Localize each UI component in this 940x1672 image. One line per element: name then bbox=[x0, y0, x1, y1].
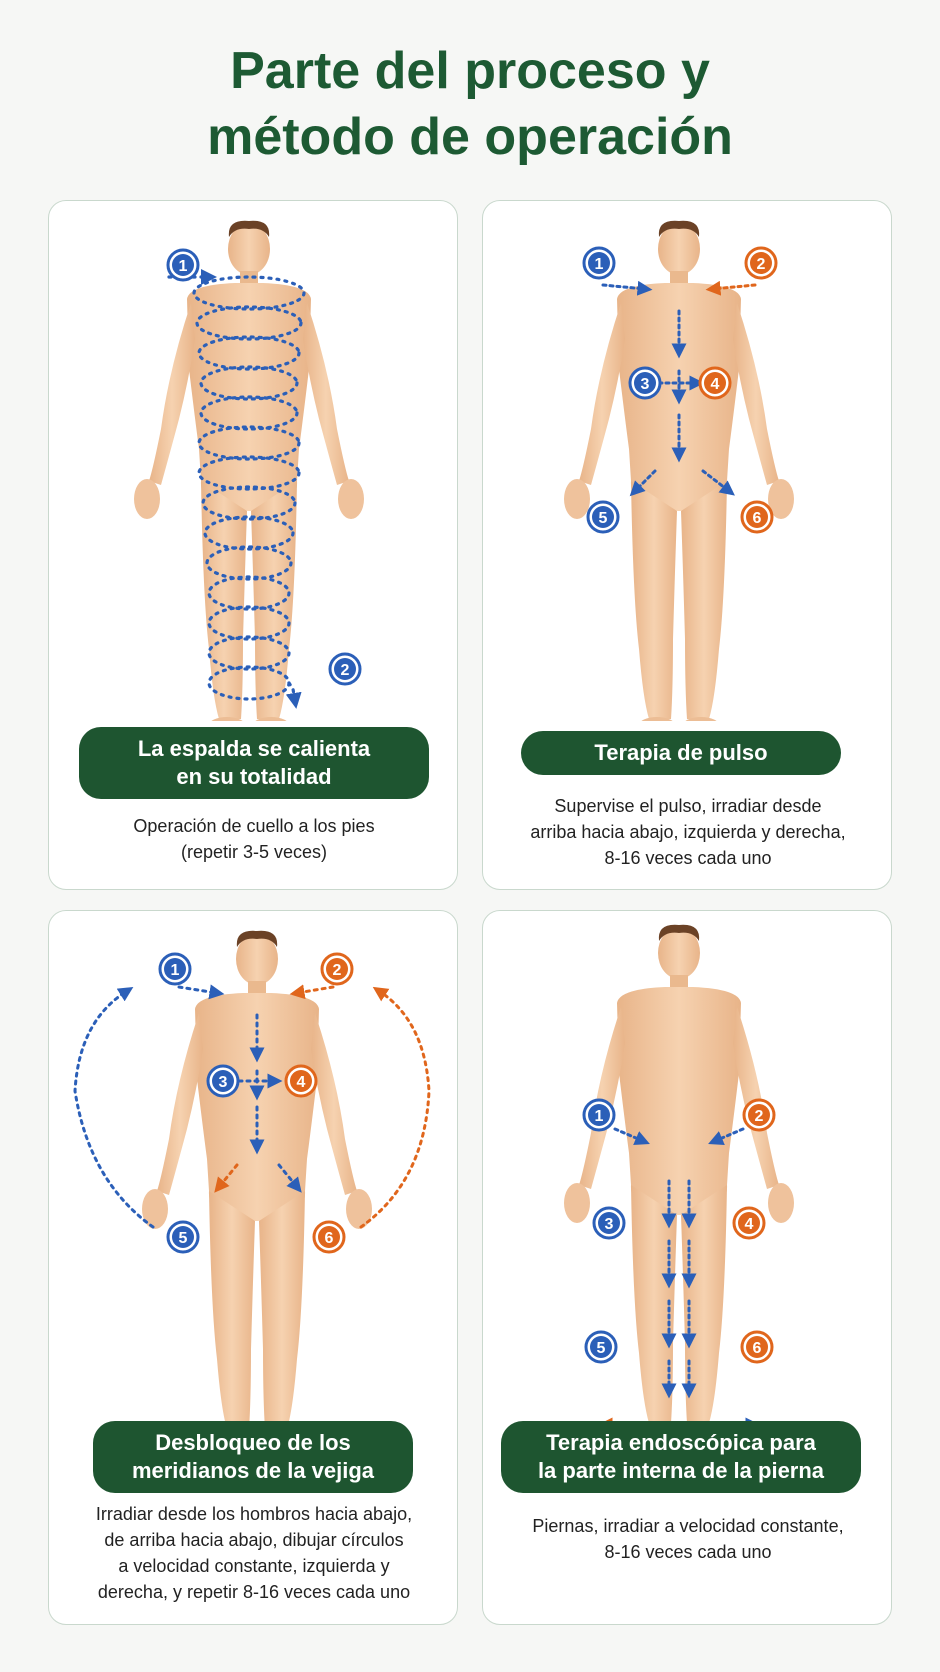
marker-label: 6 bbox=[753, 1340, 762, 1357]
marker-label: 4 bbox=[297, 1074, 306, 1091]
marker-label: 5 bbox=[179, 1230, 188, 1247]
marker-label: 6 bbox=[753, 510, 762, 527]
desc-line: (repetir 3-5 veces) bbox=[180, 842, 328, 862]
card-description: Operación de cuello a los pies (repetir … bbox=[59, 813, 449, 865]
marker-6-icon: 6 bbox=[740, 500, 774, 534]
marker-1-icon: 1 bbox=[158, 952, 192, 986]
front-body-figure: 1 2 3 4 5 6 bbox=[73, 930, 431, 1431]
marker-label: 2 bbox=[755, 1108, 764, 1125]
marker-1-icon: 1 bbox=[166, 248, 200, 282]
marker-3-icon: 3 bbox=[206, 1064, 240, 1098]
back-body-figure: 1 2 3 4 5 6 bbox=[564, 924, 794, 1431]
card-label: La espalda se calienta en su totalidad bbox=[79, 727, 429, 799]
desc-line: Supervise el pulso, irradiar desde bbox=[554, 796, 822, 816]
marker-3-icon: 3 bbox=[628, 366, 662, 400]
card-inner-leg-therapy: 1 2 3 4 5 6 Terapia endoscópica para la … bbox=[482, 910, 892, 1625]
label-line: la parte interna de la pierna bbox=[537, 1458, 825, 1483]
marker-1-icon: 1 bbox=[582, 1098, 616, 1132]
card-description: Supervise el pulso, irradiar desde arrib… bbox=[493, 793, 883, 871]
marker-label: 6 bbox=[325, 1230, 334, 1247]
marker-5-icon: 5 bbox=[166, 1220, 200, 1254]
desc-line: derecha, y repetir 8-16 veces cada uno bbox=[97, 1582, 411, 1602]
marker-5-icon: 5 bbox=[584, 1330, 618, 1364]
marker-6-icon: 6 bbox=[312, 1220, 346, 1254]
card-label: Terapia de pulso bbox=[521, 731, 841, 775]
card-label: Terapia endoscópica para la parte intern… bbox=[501, 1421, 861, 1493]
desc-line: a velocidad constante, izquierda y bbox=[118, 1556, 390, 1576]
desc-line: arriba hacia abajo, izquierda y derecha, bbox=[530, 822, 846, 842]
marker-label: 1 bbox=[171, 962, 180, 979]
marker-label: 5 bbox=[599, 510, 608, 527]
marker-label: 4 bbox=[745, 1216, 754, 1233]
marker-label: 5 bbox=[597, 1340, 606, 1357]
desc-line: Irradiar desde los hombros hacia abajo, bbox=[95, 1504, 413, 1524]
marker-label: 2 bbox=[333, 962, 342, 979]
desc-line: Operación de cuello a los pies bbox=[133, 816, 375, 836]
marker-4-icon: 4 bbox=[698, 366, 732, 400]
label-line: Terapia endoscópica para bbox=[546, 1430, 816, 1455]
card-label: Desbloqueo de los meridianos de la vejig… bbox=[93, 1421, 413, 1493]
card-pulse-therapy: 1 2 3 4 5 6 Terapia de pulso Supervise e… bbox=[482, 200, 892, 890]
page-title: Parte del proceso y método de operación bbox=[0, 38, 940, 170]
marker-label: 1 bbox=[595, 1108, 604, 1125]
marker-2-icon: 2 bbox=[744, 246, 778, 280]
label-line: en su totalidad bbox=[176, 764, 332, 789]
marker-6-icon: 6 bbox=[740, 1330, 774, 1364]
back-body-figure: 1 2 bbox=[134, 220, 364, 721]
card-bladder-meridian: 1 2 3 4 5 6 Desbloqueo de los meridianos… bbox=[48, 910, 458, 1625]
desc-line: Piernas, irradiar a velocidad constante, bbox=[532, 1516, 844, 1536]
card-description: Irradiar desde los hombros hacia abajo, … bbox=[59, 1501, 449, 1605]
marker-1-icon: 1 bbox=[582, 246, 616, 280]
label-line: La espalda se calienta bbox=[137, 736, 371, 761]
marker-label: 1 bbox=[179, 258, 188, 275]
label-line: Desbloqueo de los bbox=[155, 1430, 351, 1455]
marker-label: 4 bbox=[711, 376, 720, 393]
marker-label: 2 bbox=[757, 256, 766, 273]
marker-label: 3 bbox=[219, 1074, 228, 1091]
marker-label: 3 bbox=[605, 1216, 614, 1233]
desc-line: de arriba hacia abajo, dibujar círculos bbox=[104, 1530, 404, 1550]
marker-2-icon: 2 bbox=[742, 1098, 776, 1132]
marker-label: 3 bbox=[641, 376, 650, 393]
front-body-figure: 1 2 3 4 5 6 bbox=[564, 220, 794, 721]
label-line: Terapia de pulso bbox=[594, 740, 768, 765]
desc-line: 8-16 veces cada uno bbox=[604, 1542, 772, 1562]
marker-4-icon: 4 bbox=[284, 1064, 318, 1098]
title-line-1: Parte del proceso y bbox=[230, 42, 710, 100]
title-line-2: método de operación bbox=[207, 108, 733, 166]
marker-label: 1 bbox=[595, 256, 604, 273]
card-back-warming: 1 2 La espalda se calienta en su totalid… bbox=[48, 200, 458, 890]
label-line: meridianos de la vejiga bbox=[131, 1458, 375, 1483]
card-description: Piernas, irradiar a velocidad constante,… bbox=[493, 1513, 883, 1565]
desc-line: 8-16 veces cada uno bbox=[604, 848, 772, 868]
marker-2-icon: 2 bbox=[328, 652, 362, 686]
marker-4-icon: 4 bbox=[732, 1206, 766, 1240]
marker-label: 2 bbox=[341, 662, 350, 679]
marker-5-icon: 5 bbox=[586, 500, 620, 534]
marker-3-icon: 3 bbox=[592, 1206, 626, 1240]
marker-2-icon: 2 bbox=[320, 952, 354, 986]
